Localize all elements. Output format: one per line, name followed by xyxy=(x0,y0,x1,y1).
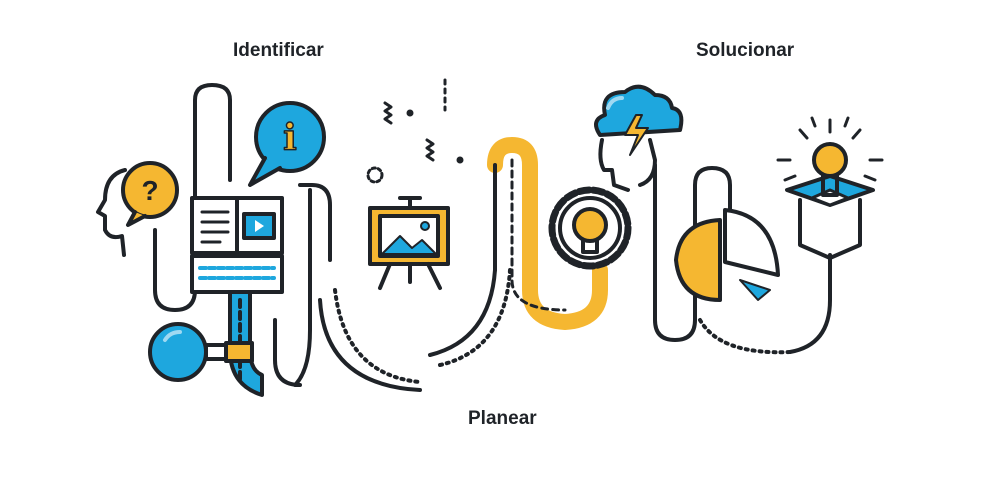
gear-lightbulb-icon xyxy=(548,186,632,270)
cloud-idea-head-icon xyxy=(594,84,684,192)
svg-text:i: i xyxy=(283,117,297,159)
stage-label-plan: Planear xyxy=(468,408,537,429)
magnifier-icon xyxy=(148,322,254,382)
thinking-head-icon: ? xyxy=(96,161,179,257)
pie-chart-icon xyxy=(674,208,780,302)
info-bubble-icon: i xyxy=(248,101,326,187)
book-laptop-icon xyxy=(190,196,284,294)
stage-label-solve: Solucionar xyxy=(696,40,795,61)
box-lightbulb-icon xyxy=(776,116,884,260)
easel-presentation-icon xyxy=(368,196,450,290)
stage-label-identify: Identificar xyxy=(233,40,324,61)
process-path-left xyxy=(153,83,232,312)
svg-text:?: ? xyxy=(141,175,158,206)
